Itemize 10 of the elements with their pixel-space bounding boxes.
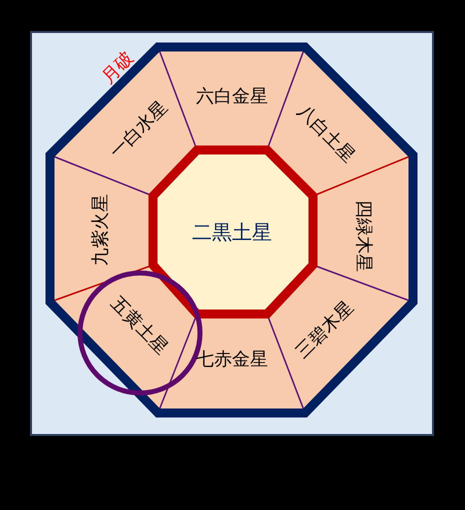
sector-star-label: 七赤金星: [196, 351, 268, 369]
sector-star-label: 一白水星: [107, 98, 171, 162]
sector-star-label: 四緑木星: [354, 200, 372, 272]
sector-star-label: 八白土星: [294, 102, 358, 166]
annotation-label: 月破: [98, 48, 138, 88]
sector-star-label: 三碧木星: [293, 298, 357, 362]
sector-star-label: 九紫火星: [92, 194, 110, 266]
sector-star-label: 五黄土星: [107, 294, 171, 358]
sector-star-label: 六白金星: [196, 88, 268, 106]
center-star-label: 二黒土星: [192, 222, 272, 242]
